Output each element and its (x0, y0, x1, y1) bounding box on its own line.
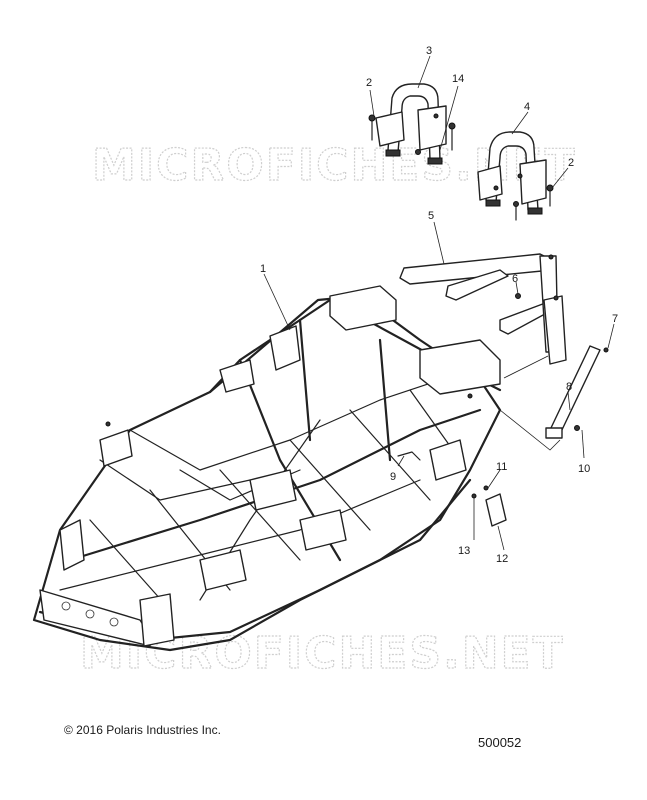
rear-cross-member (399, 253, 567, 365)
part-9-bracket (397, 451, 421, 461)
bracket-parts (471, 485, 507, 527)
callout-14: 14 (452, 73, 464, 85)
callout-4: 4 (524, 101, 530, 113)
main-chassis-frame (32, 285, 502, 652)
copyright-text: © 2016 Polaris Industries Inc. (64, 723, 221, 737)
callout-1: 1 (260, 263, 266, 275)
callout-13: 13 (458, 545, 470, 557)
callout-8: 8 (566, 381, 572, 393)
callout-3: 3 (426, 45, 432, 57)
callout-5: 5 (428, 210, 434, 222)
callout-10: 10 (578, 463, 590, 475)
callout-7: 7 (612, 313, 618, 325)
rear-strut (545, 345, 609, 439)
roll-hoop-right (477, 131, 554, 221)
drawing-number: 500052 (478, 735, 522, 750)
callout-12: 12 (496, 553, 508, 565)
callout-9: 9 (390, 471, 396, 483)
part-6-nut (515, 293, 521, 299)
callout-2a: 2 (366, 77, 372, 89)
callout-11: 11 (496, 461, 507, 473)
leader-lines (263, 55, 615, 551)
roll-hoop-left (368, 83, 456, 165)
callout-2b: 2 (568, 157, 574, 169)
callout-6: 6 (512, 273, 518, 285)
